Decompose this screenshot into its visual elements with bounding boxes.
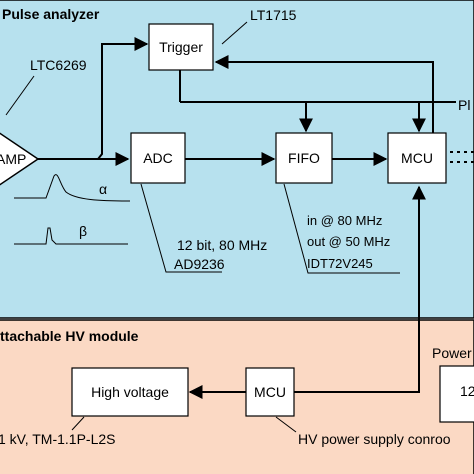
ltc6269-label: LTC6269 [30, 57, 87, 73]
right-cut-label: Pl [458, 97, 470, 113]
mcu-block [387, 132, 447, 184]
hv-mcu-label: MCU [254, 384, 286, 400]
hv-control-label: HV power supply conroo [298, 431, 451, 447]
hv-spec-leader [71, 416, 85, 431]
mcu-label: MCU [401, 150, 433, 166]
power-block [439, 365, 474, 423]
power-block-label: 12 [460, 383, 474, 399]
trigger-label: Trigger [159, 39, 203, 55]
alpha-label: α [99, 181, 107, 197]
lt1715-leader [221, 21, 248, 45]
hv-module-title: ttachable HV module [0, 328, 139, 344]
pulse-analyzer-title: Pulse analyzer [2, 6, 100, 22]
hv-spec-label: 1 kV, TM-1.1P-L2S [0, 431, 116, 447]
power-label: Power [432, 345, 472, 361]
adc-spec-label: 12 bit, 80 MHz [177, 237, 267, 253]
adc-label: ADC [143, 150, 173, 166]
high-voltage-block [71, 367, 189, 417]
trigger-feed-wire [97, 37, 149, 160]
hv-mcu-block [245, 367, 295, 417]
beta-label: β [79, 223, 87, 239]
fifo-part-label: IDT72V245 [307, 256, 373, 271]
alpha-pulse-waveform [14, 174, 131, 202]
mcu-to-trigger-wire [214, 55, 434, 133]
adc-part-label: AD9236 [174, 256, 225, 272]
hv-to-mcu-wire [294, 185, 426, 393]
fifo-label: FIFO [288, 150, 320, 166]
amp-triangle [0, 132, 40, 186]
fifo-out-label: out @ 50 MHz [307, 234, 390, 249]
lt1715-label: LT1715 [250, 7, 297, 23]
amp-label: AMP [0, 151, 26, 167]
ltc6269-leader [5, 75, 35, 116]
fifo-in-label: in @ 80 MHz [307, 213, 382, 228]
adc-block [130, 132, 186, 184]
hv-control-leader [275, 416, 297, 433]
trigger-block [148, 23, 214, 71]
high-voltage-label: High voltage [91, 384, 169, 400]
beta-pulse-waveform [14, 227, 128, 245]
adc-spec-leader [140, 183, 222, 273]
fifo-spec-leader [283, 183, 400, 274]
